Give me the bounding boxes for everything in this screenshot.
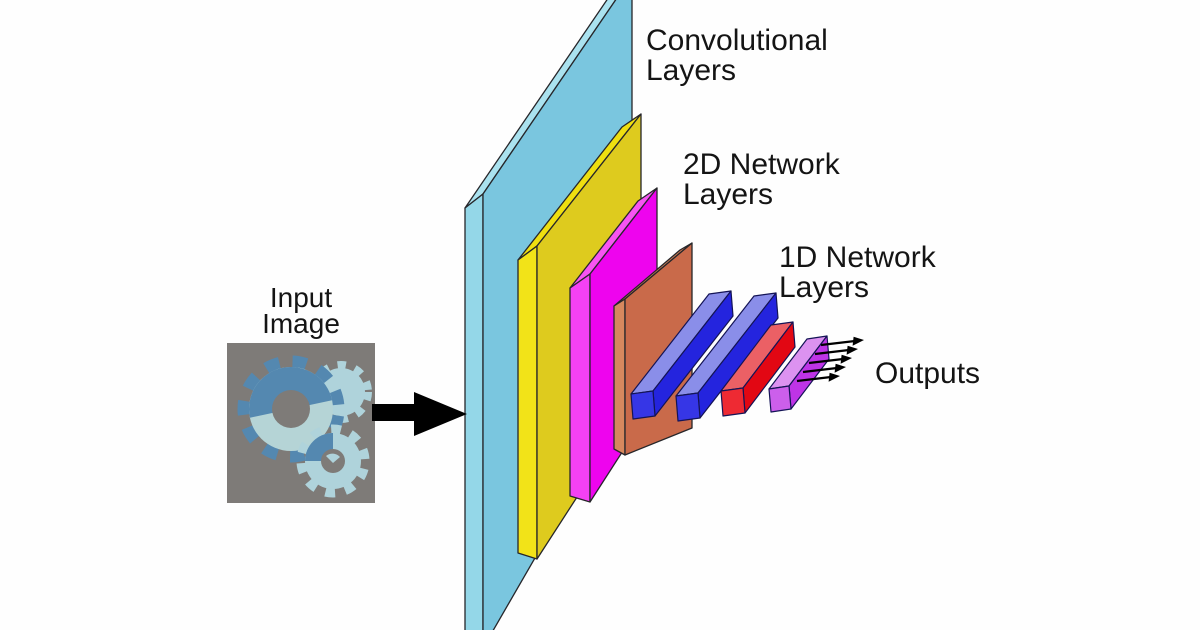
network-1d-bars — [630, 290, 830, 422]
gear-large-hole — [272, 390, 310, 428]
gear-large — [237, 355, 345, 463]
label-convolutional-line2: Layers — [646, 54, 736, 87]
conv-sheet-side-face — [464, 193, 484, 630]
bar-red — [720, 321, 796, 417]
label-convolutional-line1: Convolutional — [646, 24, 828, 57]
output-arrow-3 — [808, 354, 852, 365]
bar-blue-1 — [630, 290, 734, 420]
bar-violet-end-cap — [768, 385, 792, 413]
bar-blue-2 — [675, 292, 779, 422]
label-input-line1: Input — [270, 282, 332, 313]
flow-arrow — [372, 392, 467, 436]
magenta-sheet-side-face — [569, 273, 591, 503]
gear-small-hole-highlight — [326, 453, 340, 463]
bar-blue-1-end-cap — [630, 390, 656, 420]
layer-sheets — [464, 0, 693, 630]
output-arrow-2 — [814, 345, 858, 356]
label-outputs: Outputs — [875, 357, 980, 390]
gear-large-teeth — [237, 355, 345, 463]
orange-sheet-side-face — [613, 298, 626, 456]
label-2d-network-line2: Layers — [683, 178, 773, 211]
gears-illustration — [237, 355, 372, 498]
bar-blue-2-end-cap — [675, 392, 701, 422]
label-input-line2: Image — [262, 308, 340, 339]
output-arrows — [796, 336, 864, 383]
diagram-labels: Convolutional Layers 2D Network Layers 1… — [262, 24, 980, 390]
gear-small-teeth — [296, 424, 370, 498]
label-1d-network-line1: 1D Network — [779, 241, 937, 274]
input-image — [227, 343, 375, 503]
label-2d-network-line1: 2D Network — [683, 148, 841, 181]
gear-small — [296, 424, 370, 498]
label-1d-network-line2: Layers — [779, 271, 869, 304]
output-arrow-5 — [796, 372, 840, 383]
output-arrow-1 — [820, 336, 864, 347]
bar-red-end-cap — [720, 387, 746, 417]
yellow-sheet-side-face — [517, 245, 538, 560]
sheet-yellow — [517, 113, 642, 560]
output-arrow-4 — [802, 363, 846, 374]
